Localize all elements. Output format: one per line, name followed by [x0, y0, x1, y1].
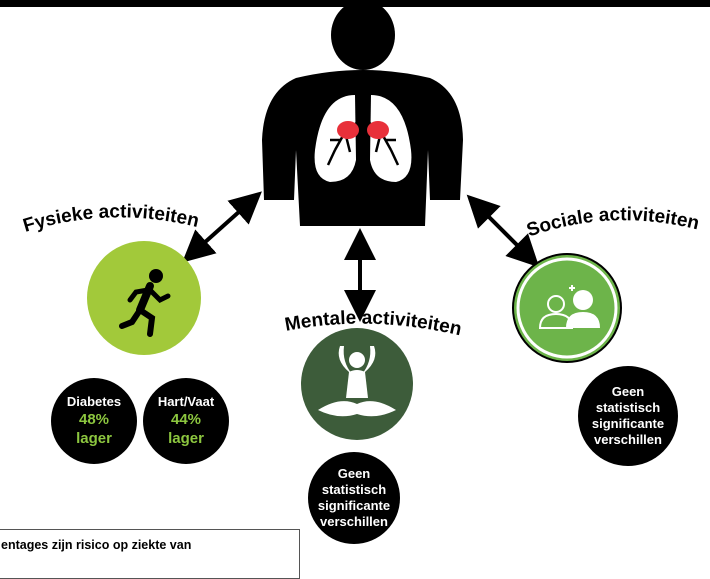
heart-value: 44% — [170, 411, 202, 428]
mental-result-line-2: statistisch — [321, 482, 387, 497]
mental-result-circle: Geen statistisch significante verschille… — [308, 452, 400, 544]
add-people-icon — [538, 285, 600, 329]
mental-result-line-3: significante — [317, 498, 391, 513]
diabetes-suffix: lager — [76, 430, 112, 447]
social-result-line-4: verschillen — [594, 432, 662, 447]
footnote-box: entages zijn risico op ziekte van — [0, 529, 300, 579]
mental-result-line-1: Geen — [337, 466, 371, 481]
diagram-canvas: Fysieke activiteiten Mentale activiteite… — [21, 0, 701, 440]
diabetes-result-circle: Diabetes 48% lager — [51, 378, 137, 464]
social-result-circle: Geen statistisch significante verschille… — [578, 366, 678, 466]
footnote-text: entages zijn risico op ziekte van — [1, 538, 192, 552]
meditation-icon — [318, 346, 396, 417]
social-result-line-3: significante — [591, 416, 665, 431]
arrow-social — [466, 194, 540, 268]
physical-activity-circle — [87, 241, 201, 355]
diabetes-label: Diabetes — [66, 394, 122, 409]
label-physical: Fysieke activiteiten — [21, 201, 201, 236]
diabetes-value: 48% — [78, 411, 110, 428]
label-social: Sociale activiteiten — [524, 204, 701, 241]
runner-icon — [119, 269, 171, 337]
mental-result-line-4: verschillen — [320, 514, 388, 529]
person-torso-with-lungs-icon — [262, 0, 463, 226]
social-result-line-2: statistisch — [595, 400, 661, 415]
mental-activity-circle — [301, 328, 413, 440]
heart-suffix: lager — [168, 430, 204, 447]
social-result-line-1: Geen — [611, 384, 645, 399]
social-activity-circle — [512, 253, 622, 363]
heart-label: Hart/Vaat — [157, 394, 215, 409]
heart-result-circle: Hart/Vaat 44% lager — [143, 378, 229, 464]
arrow-physical — [182, 191, 262, 263]
